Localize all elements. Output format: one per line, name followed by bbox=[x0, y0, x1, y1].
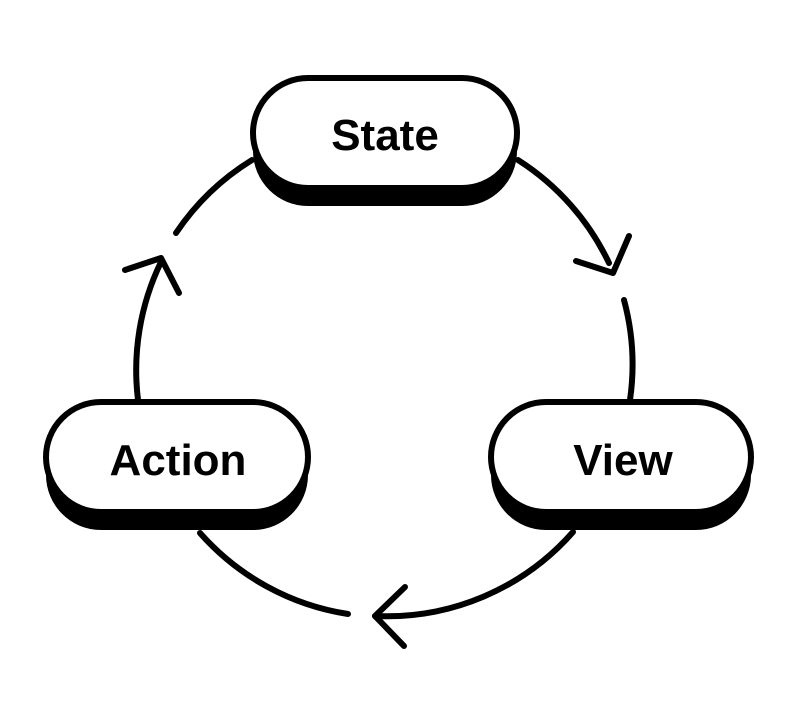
connector-action-to-state bbox=[133, 259, 164, 403]
node-view: View bbox=[488, 399, 754, 530]
node-action: Action bbox=[43, 399, 311, 530]
cycle-connectors bbox=[122, 157, 636, 649]
connector-state-to-view-tail bbox=[621, 297, 636, 403]
connector-state-to-view bbox=[515, 157, 612, 266]
node-state: State bbox=[250, 75, 520, 206]
node-view-pill bbox=[488, 399, 754, 515]
node-state-label: State bbox=[331, 111, 439, 160]
connector-view-to-action-tail bbox=[197, 530, 351, 617]
connector-view-to-action bbox=[372, 529, 576, 620]
node-view-label: View bbox=[573, 436, 673, 485]
arrowhead-view-to-action-icon bbox=[372, 584, 408, 649]
arrowhead-state-to-view-icon bbox=[573, 233, 632, 276]
node-action-pill bbox=[43, 399, 311, 515]
connector-action-to-state-tail bbox=[173, 157, 255, 236]
arrowhead-action-to-state-icon bbox=[122, 255, 182, 296]
node-state-pill bbox=[250, 75, 520, 191]
node-action-label: Action bbox=[110, 436, 247, 485]
